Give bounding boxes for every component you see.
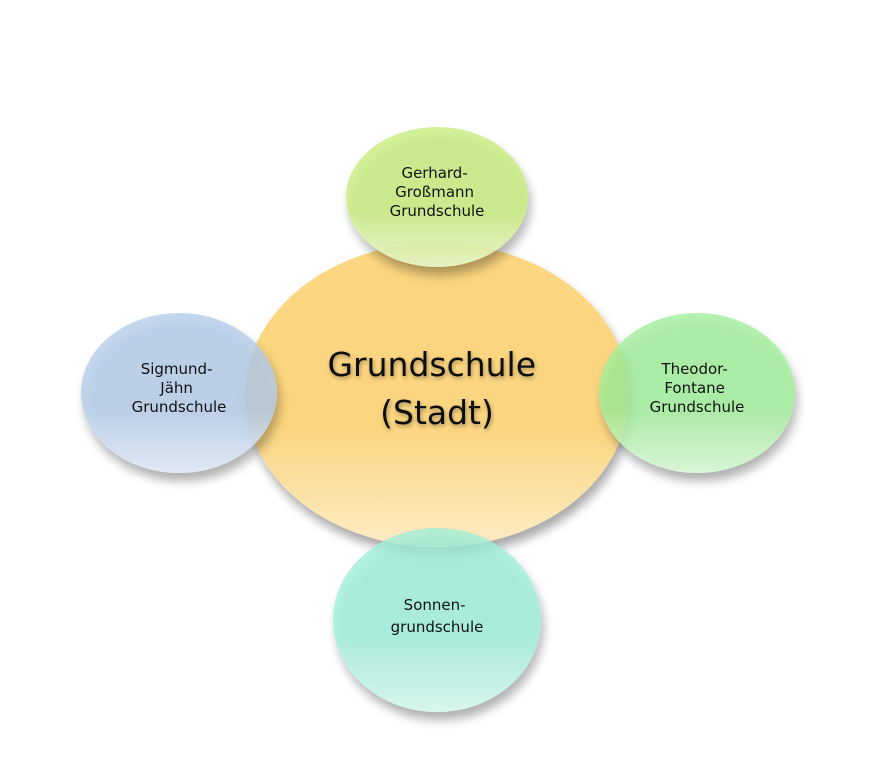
satellite-node-top — [346, 127, 528, 267]
center-node — [245, 243, 629, 547]
satellite-circle-bottom-rim — [333, 528, 541, 712]
satellite-circle-top-rim — [346, 127, 528, 267]
satellite-label-top-line-2: Großmann — [395, 183, 474, 201]
satellite-label-left-line-1: Sigmund- — [141, 360, 213, 378]
satellite-label-right-line-2: Fontane — [664, 379, 725, 397]
satellite-label-right-line-1: Theodor- — [660, 360, 727, 378]
satellite-circle-right-rim — [599, 313, 795, 473]
satellite-label-bottom-line-2: grundschule — [391, 618, 484, 636]
center-label-line-2: (Stadt) — [380, 393, 494, 432]
satellite-label-top-line-1: Gerhard- — [401, 164, 467, 182]
satellite-node-bottom — [333, 528, 541, 712]
center-circle-rim — [245, 243, 629, 547]
satellite-node-left — [81, 313, 277, 473]
satellite-label-left-line-2: Jähn — [159, 379, 193, 397]
satellite-label-top-line-3: Grundschule — [390, 202, 485, 220]
satellite-label-bottom: Sonnen- grundschule — [391, 596, 484, 636]
satellite-circle-left-rim — [81, 313, 277, 473]
satellite-label-right-line-3: Grundschule — [650, 398, 745, 416]
satellite-label-top: Gerhard- Großmann Grundschule — [390, 164, 485, 220]
center-label: Grundschule (Stadt) — [327, 345, 546, 432]
satellite-node-right — [599, 313, 795, 473]
satellite-label-left-line-3: Grundschule — [132, 398, 227, 416]
satellite-label-bottom-line-1: Sonnen- — [404, 596, 466, 614]
satellite-label-right: Theodor- Fontane Grundschule — [650, 360, 745, 416]
satellite-label-left: Sigmund- Jähn Grundschule — [132, 360, 227, 416]
center-label-line-1: Grundschule — [327, 345, 536, 384]
